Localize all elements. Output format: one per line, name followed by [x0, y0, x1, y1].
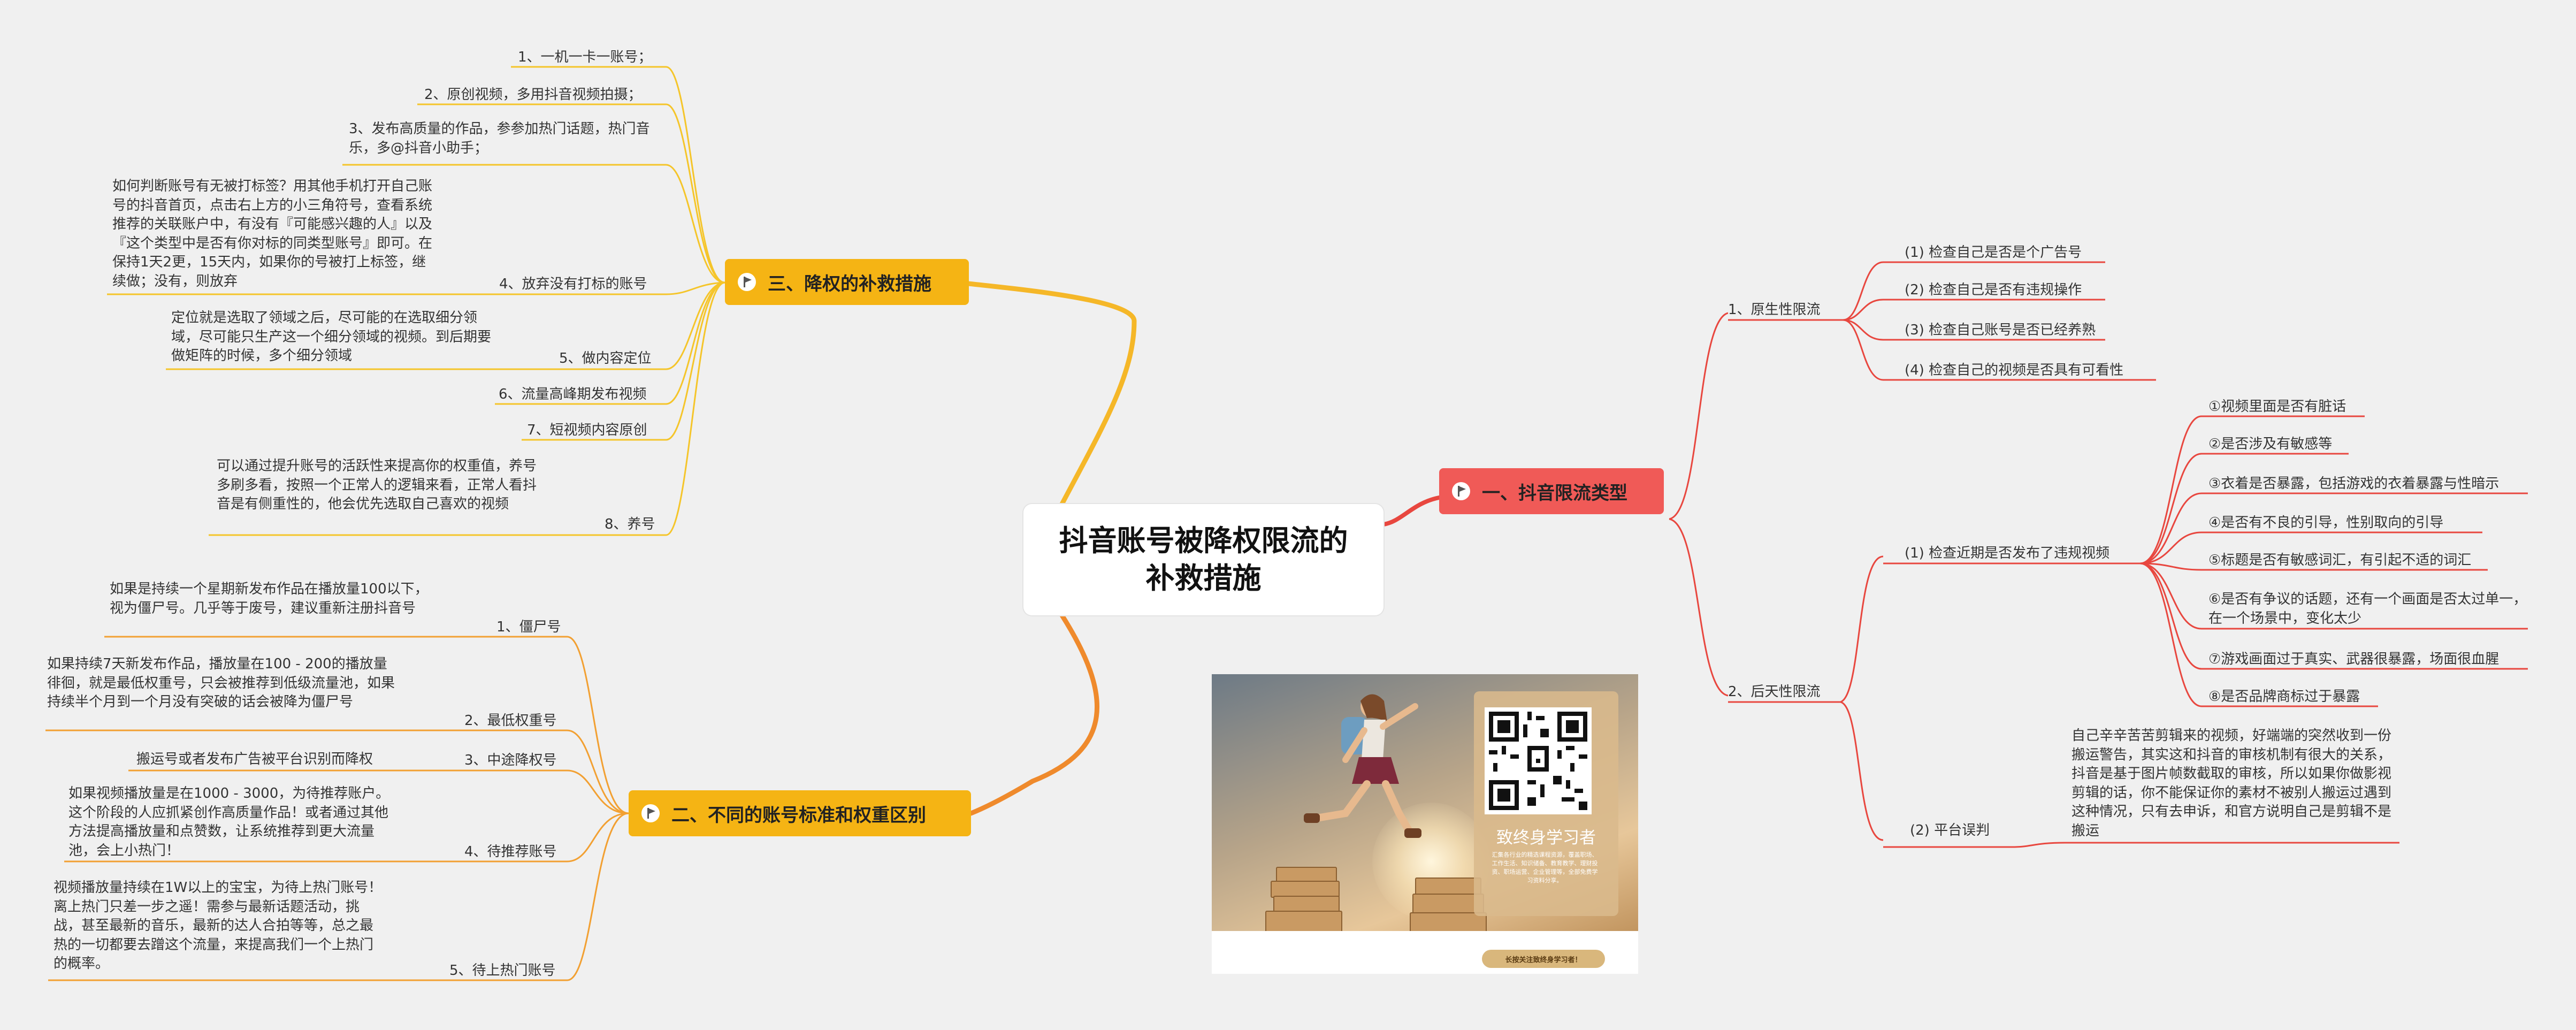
promo-poster-image: 致终身学习者 汇集各行业的精选课程资源，覆盖职场、工作生活、知识储备、教育教学、…: [1212, 674, 1638, 974]
poster-follow-banner: 长按关注致终身学习者！: [1482, 950, 1605, 968]
violation-item-4[interactable]: ④是否有不良的引导，性别取向的引导: [2208, 515, 2444, 531]
pending-hot-note: 视频播放量持续在1W以上的宝宝，为待上热门账号！离上热门只差一步之遥！需参与最新…: [53, 880, 383, 972]
pending-recommend-note: 如果视频播放量是在1000 - 3000，为待推荐账户。这个阶段的人应抓紧创作高…: [68, 785, 390, 859]
lowest-weight-node[interactable]: 2、最低权重号: [464, 713, 557, 729]
platform-misjudge-note: 自己辛辛苦苦剪辑来的视频，好端端的突然收到一份搬运警告，其实这和抖音的审核机制有…: [2071, 728, 2392, 839]
branch-remedies[interactable]: 三、降权的补救措施: [725, 259, 969, 305]
book-stack: [1410, 912, 1487, 933]
qr-code: [1485, 707, 1592, 814]
violation-item-5[interactable]: ⑤标题是否有敏感词汇，有引起不适的词汇: [2208, 552, 2472, 568]
mid-demotion-note: 搬运号或者发布广告被平台识别而降权: [136, 751, 373, 767]
native-check-1[interactable]: (1) 检查自己是否是个广告号: [1905, 245, 2082, 261]
pending-recommend-node[interactable]: 4、待推荐账号: [464, 844, 557, 860]
branch-remedies-label: 三、降权的补救措施: [768, 273, 931, 295]
zombie-account-note: 如果是持续一个星期新发布作品在播放量100以下，视为僵尸号。几乎等于废号，建议重…: [110, 581, 429, 616]
book-stack: [1415, 878, 1481, 896]
native-limit-node[interactable]: 1、原生性限流: [1728, 302, 1821, 318]
poster-description: 汇集各行业的精选课程资源，覆盖职场、工作生活、知识储备、教育教学、理财投资、职场…: [1492, 851, 1598, 884]
violation-item-7[interactable]: ⑦游戏画面过于真实、武器很暴露，场面很血腥: [2208, 651, 2499, 667]
running-girl-illustration: [1304, 694, 1421, 838]
violation-item-2[interactable]: ②是否涉及有敏感等: [2208, 436, 2333, 452]
remedy-item-3[interactable]: 3、发布高质量的作品，参参加热门话题，热门音乐，多@抖音小助手；: [349, 121, 650, 156]
pending-hot-node[interactable]: 5、待上热门账号: [449, 963, 556, 979]
violation-item-1[interactable]: ①视频里面是否有脏话: [2208, 399, 2346, 415]
branch-account-weights[interactable]: 二、不同的账号标准和权重区别: [629, 790, 971, 836]
flag-icon: [738, 273, 756, 291]
platform-misjudge-node[interactable]: (2) 平台误判: [1910, 822, 1990, 838]
native-check-2[interactable]: (2) 检查自己是否有违规操作: [1905, 282, 2082, 298]
violation-item-8[interactable]: ⑧是否品牌商标过于暴露: [2208, 689, 2360, 705]
remedy-item-1[interactable]: 1、一机一卡一账号；: [518, 49, 652, 65]
connector-root-branch3: [966, 281, 1137, 507]
remedy-item-5[interactable]: 5、做内容定位: [559, 350, 652, 367]
remedy-item-6[interactable]: 6、流量高峰期发布视频: [499, 386, 647, 402]
poster-title: 致终身学习者: [1496, 828, 1596, 848]
remedy-item-8[interactable]: 8、养号: [605, 516, 655, 532]
mid-demotion-node[interactable]: 3、中途降权号: [464, 752, 557, 768]
branch-account-weights-label: 二、不同的账号标准和权重区别: [671, 804, 926, 826]
flag-icon: [1452, 482, 1470, 500]
book-stack: [1265, 911, 1342, 933]
zombie-account-node[interactable]: 1、僵尸号: [496, 619, 561, 635]
book-stack: [1412, 894, 1484, 914]
native-check-4[interactable]: (4) 检查自己的视频是否具有可看性: [1905, 362, 2124, 378]
connector-root-branch1: [1381, 495, 1441, 527]
branch-limit-types[interactable]: 一、抖音限流类型: [1439, 468, 1664, 514]
remedy-item-2[interactable]: 2、原创视频，多用抖音视频拍摄；: [424, 87, 642, 103]
acquired-limit-node[interactable]: 2、后天性限流: [1728, 684, 1821, 700]
flag-icon: [641, 804, 660, 822]
connector-root-branch2: [968, 613, 1099, 816]
native-check-3[interactable]: (3) 检查自己账号是否已经养熟: [1905, 322, 2096, 338]
root-title-line1: 抖音账号被降权限流的: [1059, 524, 1348, 558]
remedy-item-5-note: 定位就是选取了领域之后，尽可能的在选取细分领域，尽可能只生产这一个细分领域的视频…: [171, 310, 492, 364]
remedy-item-4-note: 如何判断账号有无被打标签？用其他手机打开自己账号的抖音首页，点击右上方的小三角符…: [112, 178, 433, 289]
violation-item-6[interactable]: ⑥是否有争议的话题，还有一个画面是否太过单一，在一个场景中，变化太少: [2208, 591, 2527, 627]
violation-check-node[interactable]: (1) 检查近期是否发布了违规视频: [1905, 545, 2110, 561]
lowest-weight-note: 如果持续7天新发布作品，播放量在100 - 200的播放量徘徊，就是最低权重号，…: [47, 656, 395, 710]
branch-limit-types-label: 一、抖音限流类型: [1482, 482, 1627, 504]
root-title-line2: 补救措施: [1145, 561, 1262, 595]
root-topic[interactable]: 抖音账号被降权限流的补救措施: [1023, 504, 1383, 615]
remedy-item-8-note: 可以通过提升账号的活跃性来提高你的权重值，养号多刷多看，按照一个正常人的逻辑来看…: [217, 458, 537, 512]
remedy-item-7[interactable]: 7、短视频内容原创: [527, 422, 647, 438]
remedy-item-4[interactable]: 4、放弃没有打标的账号: [499, 276, 647, 292]
violation-item-3[interactable]: ③衣着是否暴露，包括游戏的衣着暴露与性暗示: [2208, 476, 2499, 492]
